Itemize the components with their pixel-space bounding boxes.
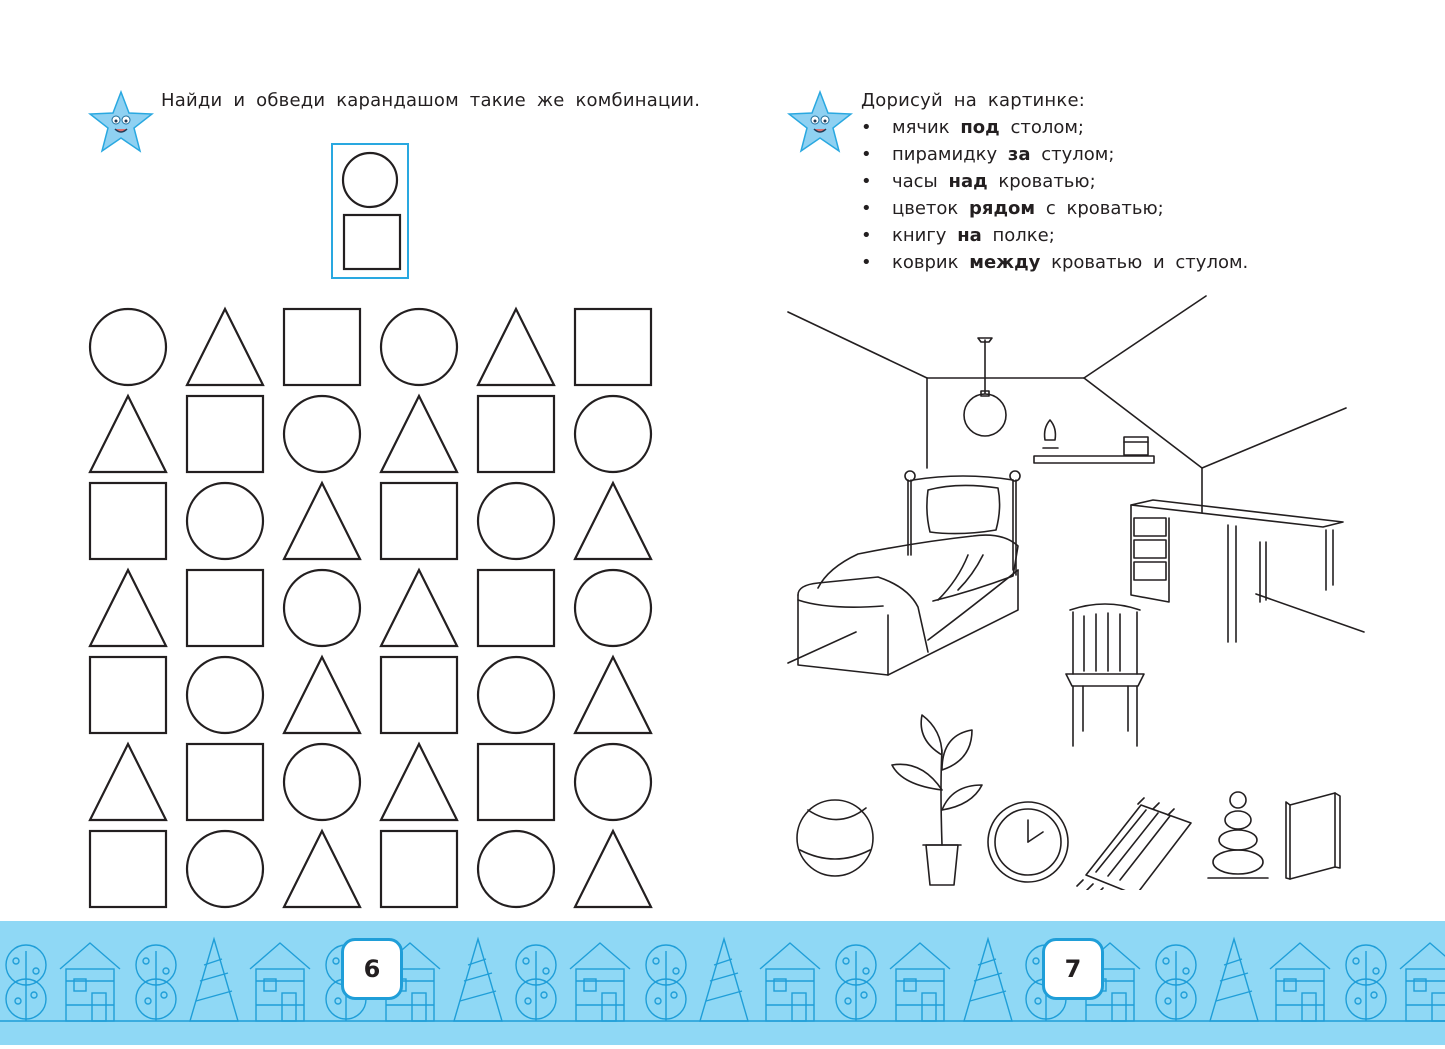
floor-objects bbox=[796, 714, 1341, 890]
triangle-shape[interactable] bbox=[573, 480, 653, 561]
tree-icon bbox=[515, 944, 557, 1021]
sample-shapes bbox=[341, 151, 402, 271]
house-icon bbox=[59, 942, 121, 1022]
list-item: цветок рядом с кроватью; bbox=[861, 195, 1248, 222]
star-mascot-icon bbox=[787, 90, 853, 153]
square-shape[interactable] bbox=[185, 394, 265, 474]
sample-circle bbox=[341, 151, 399, 209]
circle-shape[interactable] bbox=[282, 394, 362, 474]
square-shape[interactable] bbox=[573, 307, 653, 387]
square-shape[interactable] bbox=[476, 742, 556, 822]
fir-tree-icon bbox=[699, 936, 749, 1022]
house-icon bbox=[759, 942, 821, 1022]
triangle-shape[interactable] bbox=[185, 306, 265, 387]
triangle-shape[interactable] bbox=[379, 393, 459, 474]
circle-shape[interactable] bbox=[379, 307, 459, 387]
square-shape[interactable] bbox=[379, 655, 459, 735]
room-walls bbox=[787, 295, 1365, 664]
triangle-shape[interactable] bbox=[573, 654, 653, 735]
triangle-shape[interactable] bbox=[88, 393, 168, 474]
circle-shape[interactable] bbox=[476, 481, 556, 561]
star-mascot-icon bbox=[88, 90, 154, 153]
desk bbox=[1130, 499, 1344, 643]
triangle-shape[interactable] bbox=[379, 741, 459, 822]
tree-icon bbox=[835, 944, 877, 1021]
fir-tree-icon bbox=[963, 936, 1013, 1022]
circle-shape[interactable] bbox=[185, 655, 265, 735]
circle-shape[interactable] bbox=[185, 829, 265, 909]
task-list: мячик под столом; пирамидку за стулом; ч… bbox=[861, 114, 1248, 276]
page-number-right: 7 bbox=[1042, 938, 1104, 1000]
pyramid-icon bbox=[1207, 791, 1269, 879]
triangle-shape[interactable] bbox=[282, 654, 362, 735]
triangle-shape[interactable] bbox=[573, 828, 653, 909]
bedroom-illustration bbox=[787, 295, 1365, 890]
house-icon bbox=[249, 942, 311, 1022]
house-icon bbox=[1269, 942, 1331, 1022]
triangle-shape[interactable] bbox=[282, 828, 362, 909]
circle-shape[interactable] bbox=[476, 655, 556, 735]
circle-shape[interactable] bbox=[573, 394, 653, 474]
house-icon bbox=[569, 942, 631, 1022]
square-shape[interactable] bbox=[88, 829, 168, 909]
bed bbox=[797, 470, 1021, 676]
house-icon bbox=[889, 942, 951, 1022]
wall-shelf bbox=[1033, 419, 1155, 464]
fir-tree-icon bbox=[189, 936, 239, 1022]
triangle-shape[interactable] bbox=[282, 480, 362, 561]
right-page: Дорисуй на картинке: мячик под столом; п… bbox=[723, 0, 1445, 920]
tree-icon bbox=[645, 944, 687, 1021]
circle-shape[interactable] bbox=[476, 829, 556, 909]
left-page: Найди и обведи карандашом такие же комби… bbox=[0, 0, 722, 920]
square-shape[interactable] bbox=[476, 568, 556, 648]
circle-shape[interactable] bbox=[282, 742, 362, 822]
tree-icon bbox=[1155, 944, 1197, 1021]
square-shape[interactable] bbox=[282, 307, 362, 387]
list-item: часы над кроватью; bbox=[861, 168, 1248, 195]
left-instruction: Найди и обведи карандашом такие же комби… bbox=[161, 90, 701, 111]
house-icon bbox=[1399, 942, 1445, 1022]
village-pattern bbox=[0, 936, 1445, 1022]
triangle-shape[interactable] bbox=[476, 306, 556, 387]
square-shape[interactable] bbox=[88, 481, 168, 561]
square-shape[interactable] bbox=[88, 655, 168, 735]
square-shape[interactable] bbox=[379, 829, 459, 909]
ceiling-lamp bbox=[963, 337, 1007, 437]
right-instruction: Дорисуй на картинке: bbox=[861, 90, 1085, 111]
page-number-left: 6 bbox=[341, 938, 403, 1000]
clock-icon bbox=[987, 801, 1069, 883]
fir-tree-icon bbox=[1209, 936, 1259, 1022]
tree-icon bbox=[1345, 944, 1387, 1021]
book-icon bbox=[1285, 792, 1341, 880]
triangle-shape[interactable] bbox=[88, 741, 168, 822]
rug-icon bbox=[1076, 797, 1192, 890]
ball-icon bbox=[796, 799, 874, 877]
square-shape[interactable] bbox=[379, 481, 459, 561]
square-shape[interactable] bbox=[185, 568, 265, 648]
circle-shape[interactable] bbox=[573, 568, 653, 648]
circle-shape[interactable] bbox=[88, 307, 168, 387]
list-item: мячик под столом; bbox=[861, 114, 1248, 141]
list-item: пирамидку за стулом; bbox=[861, 141, 1248, 168]
sample-combination bbox=[331, 143, 409, 279]
shape-grid bbox=[88, 306, 653, 909]
list-item: книгу на полке; bbox=[861, 222, 1248, 249]
fir-tree-icon bbox=[453, 936, 503, 1022]
circle-shape[interactable] bbox=[573, 742, 653, 822]
sample-square bbox=[342, 213, 402, 271]
square-shape[interactable] bbox=[476, 394, 556, 474]
list-item: коврик между кроватью и стулом. bbox=[861, 249, 1248, 276]
chair bbox=[1065, 603, 1145, 747]
decorative-footer-band bbox=[0, 921, 1445, 1045]
plant-icon bbox=[891, 714, 983, 886]
tree-icon bbox=[5, 944, 47, 1021]
triangle-shape[interactable] bbox=[379, 567, 459, 648]
triangle-shape[interactable] bbox=[88, 567, 168, 648]
circle-shape[interactable] bbox=[185, 481, 265, 561]
circle-shape[interactable] bbox=[282, 568, 362, 648]
square-shape[interactable] bbox=[185, 742, 265, 822]
tree-icon bbox=[135, 944, 177, 1021]
